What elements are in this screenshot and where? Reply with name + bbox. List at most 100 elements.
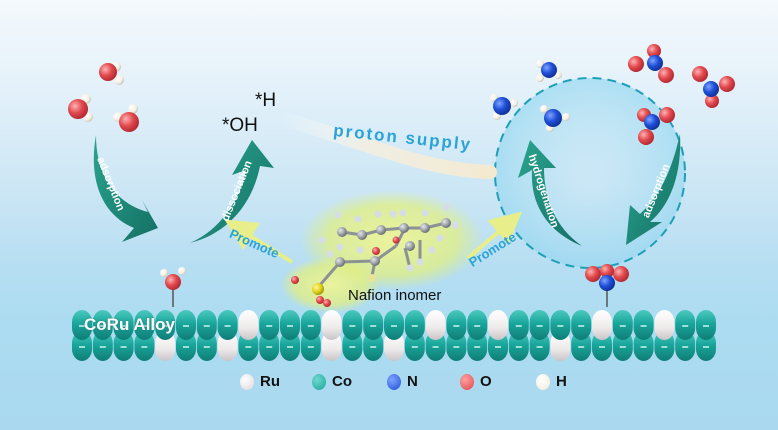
- nitrate-molecule: [637, 107, 675, 145]
- co-atom: [155, 310, 176, 340]
- ru-atom: [155, 331, 176, 361]
- co-atom: [654, 331, 675, 361]
- ru-atom: [217, 331, 238, 361]
- co-atom: [592, 331, 612, 361]
- h-atom-icon: [536, 373, 550, 390]
- proton-supply-band: [273, 111, 497, 179]
- co-atom: [488, 331, 508, 361]
- co-atom: [633, 331, 654, 361]
- co-atom: [404, 331, 425, 361]
- ru-atom-icon: [240, 373, 254, 390]
- co-atom: [217, 310, 238, 340]
- co-atom: [508, 331, 529, 361]
- co-atom: [446, 310, 467, 340]
- co-atom: [238, 331, 259, 361]
- ru-atom: [550, 331, 571, 361]
- nitrate-molecule: [628, 44, 674, 83]
- ammonia-molecule: [536, 60, 562, 82]
- ru-atom: [321, 331, 342, 361]
- legend-item-o: O: [460, 373, 492, 390]
- ru-atom: [321, 310, 342, 340]
- co-atom: [113, 331, 134, 361]
- co-atom: [196, 310, 217, 340]
- ammonia-molecule: [540, 105, 570, 132]
- co-atom: [134, 331, 155, 361]
- co-atom-icon: [312, 373, 326, 390]
- co-atom: [612, 331, 633, 361]
- co-atom: [508, 310, 529, 340]
- co-atom: [342, 331, 363, 361]
- water-molecules: [68, 62, 139, 132]
- co-atom: [280, 331, 300, 361]
- water-molecule: [99, 62, 124, 85]
- nitrate-molecule: [692, 66, 735, 108]
- nitrate-molecules: [628, 44, 735, 145]
- adsorbed-nitrate: [585, 264, 629, 307]
- co-atom: [446, 331, 467, 361]
- oh-species-label: *OH: [222, 115, 258, 136]
- co-atom: [72, 331, 92, 361]
- co-atom: [612, 310, 633, 340]
- dissociation-arrow: [190, 140, 274, 243]
- legend-item-ru: Ru: [240, 373, 280, 390]
- legend-label: Ru: [260, 373, 280, 390]
- co-atom: [550, 310, 571, 340]
- hydrogenation-arrow: [518, 140, 582, 246]
- ru-atom: [238, 310, 259, 340]
- water-molecule: [113, 104, 139, 132]
- co-atom: [342, 310, 363, 340]
- alloy-top-row: [72, 310, 716, 340]
- n-atom-icon: [387, 373, 401, 390]
- ru-atom: [592, 310, 612, 340]
- adsorbed-water: [160, 267, 186, 307]
- nafion-molecule: [280, 190, 484, 313]
- co-atom: [384, 310, 404, 340]
- adsorption-arrow-left: [93, 135, 158, 242]
- co-atom: [92, 310, 113, 340]
- alloy-label: CoRu Alloy: [84, 315, 175, 334]
- ammonia-molecules: [490, 60, 570, 132]
- ammonia-molecule: [490, 94, 518, 120]
- co-atom: [259, 331, 280, 361]
- co-atom: [280, 310, 300, 340]
- co-atom: [92, 331, 113, 361]
- ru-atom: [654, 310, 675, 340]
- co-atom: [176, 310, 196, 340]
- co-atom: [363, 310, 384, 340]
- co-atom: [696, 310, 716, 340]
- adsorption-arrow-right: [626, 134, 681, 245]
- co-atom: [176, 331, 196, 361]
- co-atom: [404, 310, 425, 340]
- co-atom: [425, 331, 446, 361]
- co-atom: [571, 310, 592, 340]
- alloy-bottom-row: [72, 331, 716, 361]
- ru-atom: [488, 310, 508, 340]
- h-species-label: *H: [255, 90, 277, 111]
- co-atom: [467, 310, 488, 340]
- co-atom: [467, 331, 488, 361]
- co-atom: [113, 310, 134, 340]
- co-atom: [675, 331, 696, 361]
- co-atom: [72, 310, 92, 340]
- co-atom: [300, 331, 321, 361]
- co-atom: [571, 331, 592, 361]
- ru-atom: [384, 331, 404, 361]
- co-atom: [196, 331, 217, 361]
- co-atom: [134, 310, 155, 340]
- legend-item-n: N: [387, 373, 418, 390]
- legend-item-h: H: [536, 373, 567, 390]
- co-atom: [696, 331, 716, 361]
- co-atom: [675, 310, 696, 340]
- co-atom: [633, 310, 654, 340]
- promote-arrow-left: [224, 219, 294, 264]
- co-atom: [529, 331, 550, 361]
- ru-atom: [425, 310, 446, 340]
- legend-label: O: [480, 373, 492, 390]
- legend-label: Co: [332, 373, 352, 390]
- co-atom: [529, 310, 550, 340]
- co-atom: [300, 310, 321, 340]
- legend-label: H: [556, 373, 567, 390]
- water-molecule: [68, 94, 93, 122]
